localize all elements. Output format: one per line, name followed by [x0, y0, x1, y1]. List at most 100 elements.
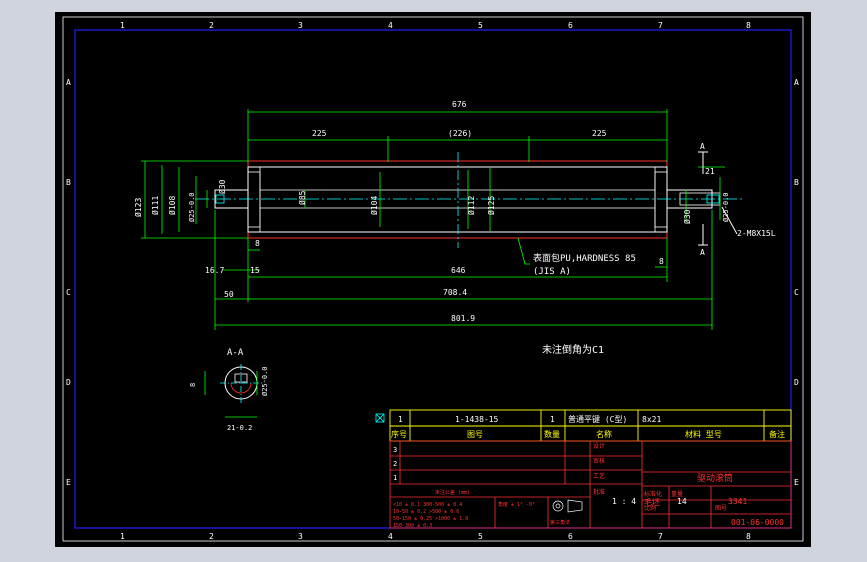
section-mark-bottom: A	[700, 248, 705, 257]
tol-title: 未注公差 (mm)	[435, 489, 470, 496]
drawing-sheet: 1 2 3 4 5 6 7 8 1 2 3 4 5 6 7 8 A	[55, 12, 811, 547]
coating-bottom	[247, 231, 668, 239]
bom-cell: 1-1438-15	[455, 415, 499, 424]
section-dim-21: 21-0.2	[227, 424, 252, 432]
dia-108: Ø108	[167, 196, 177, 215]
dim-8b: 8	[659, 257, 664, 266]
zone-numbers-bottom: 1 2 3 4 5 6 7 8	[120, 532, 751, 541]
dia-25-right: Ø25-0.0	[722, 192, 730, 222]
zone-number: 3	[298, 21, 303, 30]
zone-number: 4	[388, 532, 393, 541]
tol-line: <10 ± 0.1 300-500 ± 0.4	[393, 502, 462, 508]
row-num: 1	[393, 474, 397, 482]
drawing-canvas: 1 2 3 4 5 6 7 8 1 2 3 4 5 6 7 8 A	[62, 16, 804, 542]
zone-number: 4	[388, 21, 393, 30]
dim-226: (226)	[448, 129, 472, 138]
zone-number: 1	[120, 532, 125, 541]
tb-label: 重量	[671, 490, 683, 498]
bom-cell: 1	[550, 415, 555, 424]
zone-number: 6	[568, 21, 573, 30]
diameter-texts: Ø123 Ø111 Ø108 Ø25-0.0 Ø30 Ø85 Ø104 Ø112…	[133, 179, 730, 224]
title-block-rows: 3 2 1	[393, 446, 397, 482]
tol-line: 50-150 ± 0.25 >1000 ± 1.0	[393, 516, 468, 522]
dim-16-7: 16.7	[205, 266, 224, 275]
tb-label: 图号	[715, 505, 727, 512]
title-block-lower	[389, 440, 792, 529]
drawing-number: 001-06-0000	[731, 518, 784, 527]
bom-header: 图号	[467, 430, 483, 439]
zone-number: 5	[478, 532, 483, 541]
section-aa: A-A 8 21-0.2 Ø25-0.0	[189, 348, 269, 432]
zone-number: 3	[298, 532, 303, 541]
zone-number: 2	[209, 21, 214, 30]
zone-letter: D	[66, 378, 71, 387]
bom-header: 材料 型号	[685, 429, 722, 439]
angle-tol: 角度 ± 1° -0°	[498, 501, 535, 508]
zone-letter: A	[794, 78, 799, 87]
section-dim-25: Ø25-0.0	[261, 366, 269, 396]
dim-225-left: 225	[312, 129, 327, 138]
tb-label: 标准化	[644, 490, 662, 498]
zone-letter: B	[66, 178, 71, 187]
zone-letters-right: A B C D E	[794, 78, 799, 487]
tolerance-table: 未注公差 (mm) <10 ± 0.1 300-500 ± 0.4 10-50 …	[393, 489, 570, 529]
dim-676: 676	[452, 100, 467, 109]
bom-row: 1 1-1438-15 1 普通平键 (C型) 8x21	[398, 414, 661, 424]
section-title: A-A	[227, 348, 244, 358]
section-dim-8: 8	[189, 383, 197, 387]
scale-value: 1 : 4	[612, 497, 636, 506]
tb-label: 批准	[593, 488, 605, 496]
dia-111: Ø111	[150, 196, 160, 215]
zone-number: 7	[658, 21, 663, 30]
dia-112: Ø112	[466, 196, 476, 215]
dia-125: Ø125	[486, 196, 496, 215]
drum-body	[247, 166, 668, 233]
roller-main-view	[195, 152, 745, 248]
dimension-lines	[141, 109, 725, 330]
zone-number: 8	[746, 21, 751, 30]
section-markers	[698, 151, 738, 246]
tol-line: 10-50 ± 0.2 >500 ± 0.6	[393, 509, 459, 515]
zone-numbers-top: 1 2 3 4 5 6 7 8	[120, 21, 751, 30]
coating-leader	[517, 237, 530, 265]
row-marker-icon	[375, 413, 385, 423]
zone-number: 7	[658, 532, 663, 541]
title-block-labels: 设计 审核 工艺 批准 标准化 重量 比例 图号	[593, 442, 727, 512]
bom-header: 数量	[544, 429, 560, 439]
coating-top	[247, 160, 668, 168]
zone-letter: B	[794, 178, 799, 187]
dia-30-left: Ø30	[217, 179, 227, 194]
dia-104: Ø104	[369, 196, 379, 215]
outer-frame	[62, 16, 804, 542]
zone-letters-left: A B C D E	[66, 78, 71, 487]
row-num: 3	[393, 446, 397, 454]
coating-note-2: (JIS A)	[533, 267, 571, 277]
tb-label: 设计	[593, 442, 605, 450]
dim-801: 801.9	[451, 314, 475, 323]
weight-value: 3341	[728, 497, 747, 506]
zone-number: 2	[209, 532, 214, 541]
count-value: 14	[677, 497, 687, 506]
dim-50: 50	[224, 290, 234, 299]
inner-frame	[74, 29, 792, 529]
dim-708: 708.4	[443, 288, 467, 297]
bom-cell: 8x21	[642, 415, 661, 424]
bom-header: 名称	[596, 429, 612, 439]
zone-number: 8	[746, 532, 751, 541]
dim-21: 21	[705, 167, 715, 176]
dia-25-left: Ø25-0.0	[188, 192, 196, 222]
dim-15: 15	[250, 266, 260, 275]
zone-letter: A	[66, 78, 71, 87]
dim-8a: 8	[255, 239, 260, 248]
zone-letter: E	[794, 478, 799, 487]
projection-symbol-icon	[552, 499, 583, 513]
zone-letter: C	[794, 288, 799, 297]
tb-label: 工艺	[593, 472, 605, 480]
dia-85: Ø85	[297, 190, 307, 205]
bom-cell: 1	[398, 415, 403, 424]
dia-30-right: Ø30	[682, 209, 692, 224]
tol-line: 150-300 ± 0.3	[393, 523, 432, 529]
bom-cell: 普通平键 (C型)	[568, 414, 627, 424]
tb-label: 比例	[644, 504, 656, 512]
